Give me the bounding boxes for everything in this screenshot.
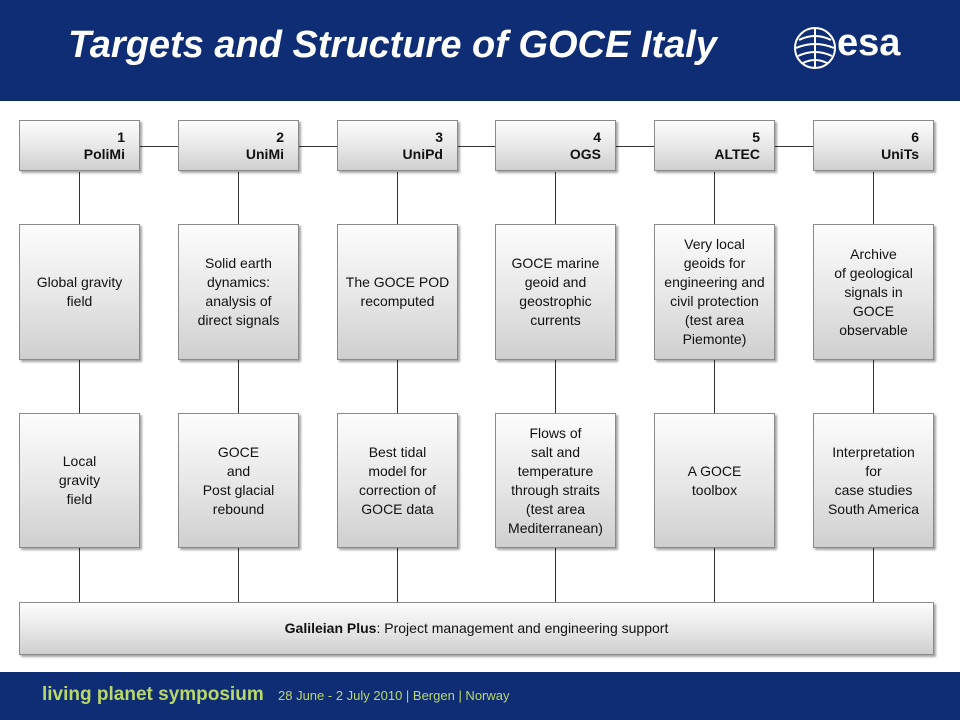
partner-number: 4 <box>593 128 601 145</box>
footer-brand: living planet symposium <box>42 684 264 705</box>
target-box: Very local geoids for engineering and ci… <box>654 224 775 360</box>
partner-number: 1 <box>117 128 125 145</box>
target-box: Global gravity field <box>19 224 140 360</box>
target-box: The GOCE POD recomputed <box>337 224 458 360</box>
connector-line <box>775 146 813 147</box>
esa-globe-icon <box>794 27 836 69</box>
connector-line <box>457 146 495 147</box>
connector-line <box>615 146 654 147</box>
target-box: Archive of geological signals in GOCE ob… <box>813 224 934 360</box>
partner-name: ALTEC <box>714 145 760 162</box>
result-box: Flows of salt and temperature through st… <box>495 413 616 548</box>
project-management-box: Galileian Plus: Project management and e… <box>19 602 934 655</box>
support-lead: Galileian Plus <box>284 620 377 636</box>
target-box: GOCE marine geoid and geostrophic curren… <box>495 224 616 360</box>
partner-name: PoliMi <box>83 145 125 162</box>
partner-number: 3 <box>435 128 443 145</box>
connector-line <box>238 172 239 602</box>
result-box: Local gravity field <box>19 413 140 548</box>
connector-line <box>555 172 556 602</box>
partner-name: UniMi <box>245 145 284 162</box>
result-box: Best tidal model for correction of GOCE … <box>337 413 458 548</box>
footer-bar: living planet symposium 28 June - 2 July… <box>0 672 960 720</box>
result-box: A GOCE toolbox <box>654 413 775 548</box>
connector-line <box>79 172 80 602</box>
footer-event-info: 28 June - 2 July 2010 | Bergen | Norway <box>278 688 510 703</box>
target-box: Solid earth dynamics: analysis of direct… <box>178 224 299 360</box>
connector-line <box>140 146 178 147</box>
support-label: Galileian Plus: Project management and e… <box>285 619 669 638</box>
connector-line <box>299 146 337 147</box>
page-title: Targets and Structure of GOCE Italy <box>68 24 717 66</box>
connector-line <box>714 172 715 602</box>
partner-name: UniPd <box>402 145 443 162</box>
result-box: Interpretation for case studies South Am… <box>813 413 934 548</box>
header-bar: Targets and Structure of GOCE Italy esa <box>0 0 960 101</box>
partner-name: UniTs <box>881 145 919 162</box>
partner-name: OGS <box>569 145 601 162</box>
connector-line <box>397 172 398 602</box>
connector-line <box>873 172 874 602</box>
partner-number: 6 <box>911 128 919 145</box>
esa-logo: esa <box>793 22 923 74</box>
partner-number: 5 <box>752 128 760 145</box>
support-text: : Project management and engineering sup… <box>376 620 669 636</box>
partner-number: 2 <box>276 128 284 145</box>
result-box: GOCE and Post glacial rebound <box>178 413 299 548</box>
esa-logo-text: esa <box>837 22 901 64</box>
